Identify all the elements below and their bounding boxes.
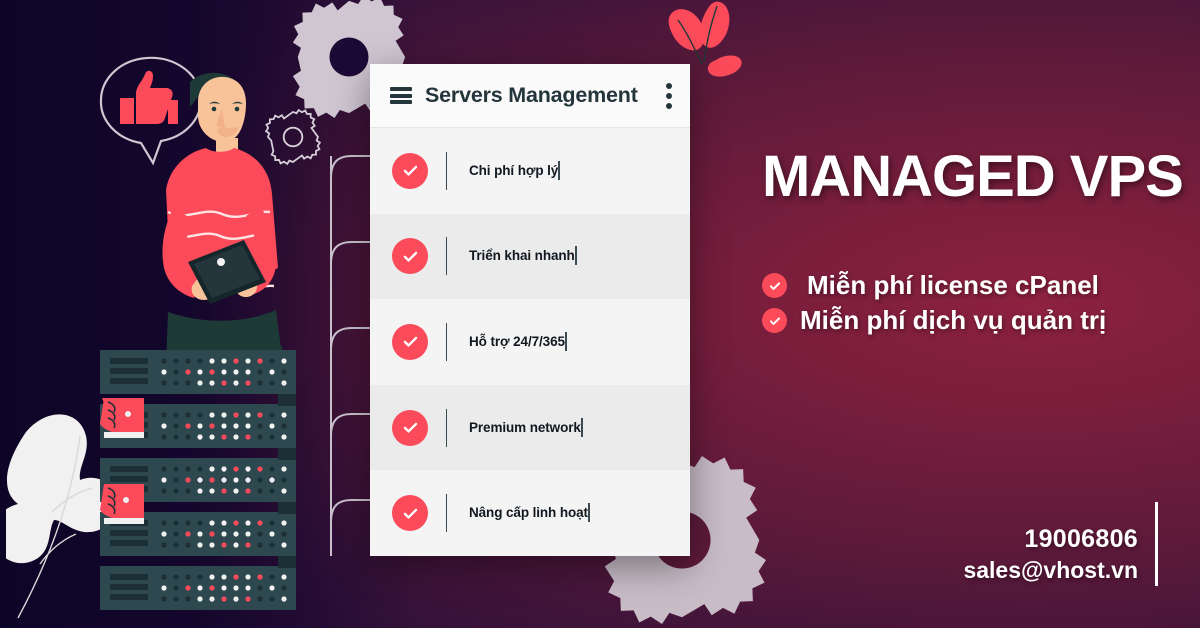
row-label: Triển khai nhanh: [469, 248, 575, 264]
check-circle-icon: [762, 308, 787, 333]
servers-management-card: Servers Management Chi phí hợp lý: [370, 64, 690, 556]
thumbs-up-icon: [120, 70, 178, 124]
leaf-icon-cluster: [648, 0, 758, 109]
row-body: Nâng cấp linh hoạt: [469, 503, 690, 523]
table-row[interactable]: Triển khai nhanh: [370, 213, 690, 300]
contact-phone[interactable]: 19006806: [1024, 525, 1138, 553]
kebab-menu-icon[interactable]: [665, 82, 672, 109]
table-row[interactable]: Hỗ trợ 24/7/365: [370, 299, 690, 385]
check-circle-icon: [392, 323, 428, 360]
row-divider: [446, 494, 447, 533]
row-label: Premium network: [469, 419, 581, 435]
row-divider: [446, 237, 447, 276]
contact-email[interactable]: sales@vhost.vn: [963, 557, 1138, 583]
row-body: Hỗ trợ 24/7/365: [469, 331, 690, 351]
check-circle-icon: [392, 495, 428, 532]
hamburger-icon[interactable]: [390, 87, 412, 104]
person-with-tablet-illustration: [46, 30, 346, 395]
row-label: Chi phí hợp lý: [469, 162, 559, 178]
check-circle-icon: [392, 152, 428, 189]
list-item-label: Miễn phí license cPanel: [807, 270, 1099, 300]
row-body: Triển khai nhanh: [469, 246, 690, 266]
card-header: Servers Management: [370, 64, 690, 128]
list-item: Miễn phí license cPanel: [762, 270, 1106, 301]
contact-block: 19006806 sales@vhost.vn: [963, 525, 1138, 584]
page-title: MANAGED VPS: [762, 144, 1184, 209]
row-body: Premium network: [469, 417, 690, 437]
row-divider: [446, 151, 447, 190]
benefit-list: Miễn phí license cPanel Miễn phí dịch vụ…: [762, 270, 1106, 340]
sneaker-illustration: [100, 398, 144, 524]
list-item: Miễn phí dịch vụ quản trị: [762, 305, 1106, 336]
gear-icon-small: [262, 106, 324, 168]
table-row[interactable]: Chi phí hợp lý: [370, 128, 690, 214]
card-title: Servers Management: [425, 83, 638, 107]
check-circle-icon: [392, 409, 428, 446]
progress-bar: [574, 246, 577, 266]
row-label: Nâng cấp linh hoạt: [469, 505, 588, 521]
row-body: Chi phí hợp lý: [469, 160, 690, 180]
feature-rows: Chi phí hợp lý Triển khai nhanh: [370, 128, 690, 556]
server-rack-illustration: [82, 350, 322, 628]
row-divider: [446, 322, 447, 361]
plant-leaf-illustration: [0, 392, 156, 628]
row-label: Hỗ trợ 24/7/365: [469, 333, 565, 349]
progress-bar: [587, 503, 590, 523]
check-circle-icon: [392, 238, 428, 275]
connector-lines: [318, 120, 380, 575]
check-circle-icon: [762, 273, 787, 298]
progress-bar: [558, 160, 561, 180]
table-row[interactable]: Nâng cấp linh hoạt: [370, 470, 690, 556]
progress-bar: [580, 417, 583, 437]
row-divider: [446, 408, 447, 447]
progress-bar: [564, 331, 567, 351]
contact-divider: [1155, 502, 1158, 586]
list-item-label: Miễn phí dịch vụ quản trị: [800, 305, 1107, 335]
table-row[interactable]: Premium network: [370, 384, 690, 471]
